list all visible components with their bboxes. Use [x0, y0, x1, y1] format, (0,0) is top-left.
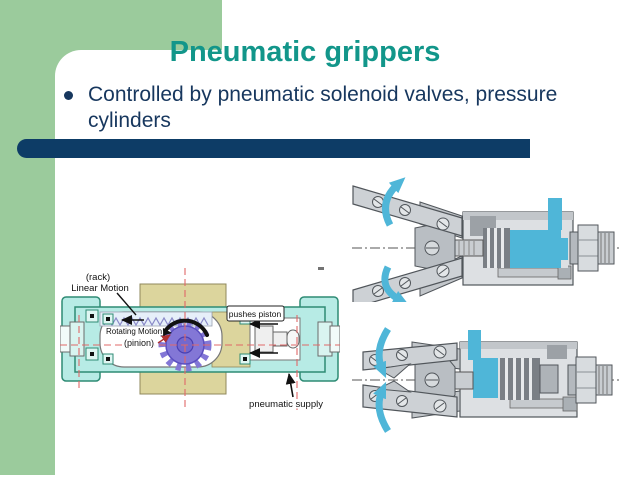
pinion-rotation-arc: [161, 318, 209, 337]
tan-block-top: [139, 283, 227, 311]
pinion-label: (pinion): [124, 338, 154, 348]
rack-pinion-diagram: (rack) Linear Motion Rotating Motion (pi…: [60, 268, 340, 412]
air-inlet: [468, 330, 481, 360]
linear-motion-leader: [116, 292, 137, 316]
air-notch-bottom: [561, 260, 568, 268]
close-arrow-down-icon: [373, 327, 391, 379]
rotating-motion-arrowhead: [162, 328, 172, 336]
gripper-closed-illustration: [352, 327, 622, 433]
pinion-pointer: [157, 334, 171, 344]
air-notch-top: [561, 230, 568, 238]
fitting-collar: [567, 364, 577, 396]
right-piston-rod: [272, 331, 288, 347]
pneumatic-supply-label: pneumatic supply: [249, 399, 323, 410]
cylinder-top-strip: [460, 342, 577, 349]
stud-threads: [598, 366, 608, 394]
right-piston-cap: [286, 329, 300, 349]
fitting-stud: [595, 364, 613, 396]
bottom-bolt-head: [562, 396, 578, 412]
divider-bar: [17, 139, 530, 158]
right-port-outer: [329, 325, 340, 353]
jaw-arm-bottom: [362, 384, 458, 418]
bullet-line-1: Controlled by pneumatic solenoid valves,…: [88, 83, 558, 106]
bottom-bolt: [497, 267, 561, 278]
bearing-rings: [487, 228, 504, 268]
bottom-bolt: [509, 398, 566, 409]
fitting-collar: [569, 231, 579, 265]
linear-motion-label: Linear Motion: [71, 283, 129, 294]
centerlines: [60, 268, 340, 412]
stud-threads: [600, 233, 610, 263]
fitting-hex-nut: [575, 356, 597, 404]
slide-title: Pneumatic grippers: [169, 36, 441, 68]
fitting-stud: [597, 231, 615, 265]
jaw-arm-top: [362, 342, 458, 371]
piston-nut: [539, 364, 559, 394]
right-piston-head: [254, 325, 274, 353]
open-arrow-down-icon: [381, 265, 409, 302]
pushes-piston-label: pushes piston: [229, 309, 282, 319]
screw-slots: [373, 198, 448, 295]
cylinder-top-strip: [463, 212, 573, 220]
bullet-text: Controlled by pneumatic solenoid valves,…: [88, 82, 588, 134]
open-arrow-up-icon: [382, 177, 406, 227]
close-arrow-up-icon: [373, 381, 391, 433]
air-inlet: [548, 198, 562, 232]
pushes-piston-box: [226, 305, 285, 322]
gripper-open-illustration: [352, 177, 622, 302]
pneumatic-supply-arrow: [285, 373, 296, 398]
air-volume: [464, 358, 498, 398]
fitting-hex-nut: [577, 224, 599, 272]
bullet-marker-icon: [64, 91, 73, 100]
left-shaft-inner: [69, 321, 85, 357]
rack-label: (rack): [86, 272, 110, 283]
bullet-line-2: cylinders: [88, 109, 171, 132]
rotating-motion-label: Rotating Motion: [106, 327, 162, 336]
hatch-block: [547, 345, 567, 359]
artifact-dash: [318, 267, 324, 270]
bearing-rings: [505, 358, 532, 400]
air-volume: [510, 230, 568, 268]
